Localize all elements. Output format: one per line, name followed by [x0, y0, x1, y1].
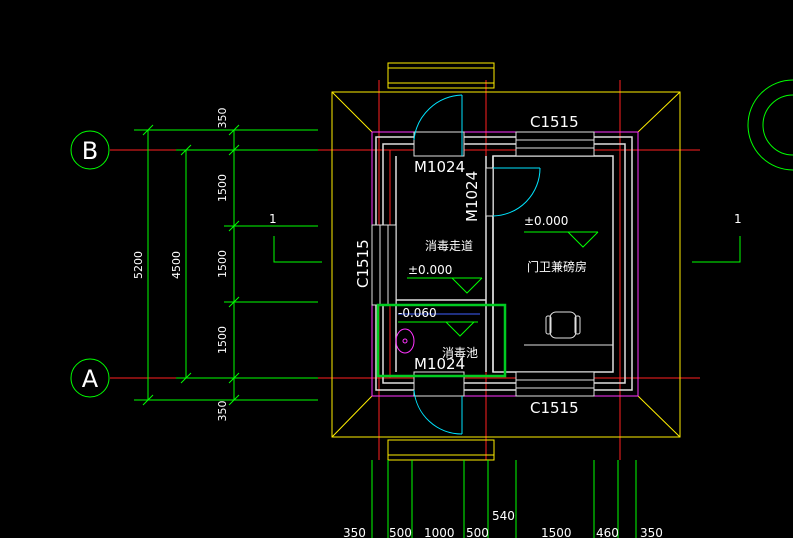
window-c1515-top[interactable] — [515, 131, 595, 157]
axis-bubble-b[interactable]: B — [70, 130, 110, 170]
section-label-left: 1 — [269, 212, 277, 226]
door-label-bottom: M1024 — [414, 355, 465, 373]
window-label-left: C1515 — [354, 239, 372, 288]
chair-icon — [524, 311, 613, 346]
window-c1515-left[interactable] — [371, 224, 397, 306]
pool-selection-highlight[interactable] — [376, 303, 507, 378]
section-label-right: 1 — [734, 212, 742, 226]
dim-bottom-6: 460 — [596, 526, 619, 538]
roof-outline — [331, 62, 681, 461]
dim-bottom-2: 500 — [389, 526, 412, 538]
left-dimension-lines — [134, 124, 318, 406]
dim-bottom-extra: 540 — [492, 509, 515, 523]
left-dimension-labels: 5200 4500 350 1500 1500 1500 350 — [132, 108, 229, 422]
dim-left-seg-4: 1500 — [216, 326, 229, 354]
section-mark-left[interactable] — [273, 236, 322, 263]
elevation-marker-guard — [524, 231, 599, 248]
dim-left-outer: 5200 — [132, 251, 145, 279]
elevation-marker-pool — [398, 313, 480, 337]
dim-bottom-5: 1500 — [541, 526, 572, 538]
partial-circle-right — [747, 79, 793, 171]
section-mark-right[interactable] — [692, 236, 741, 263]
axis-bubble-a[interactable]: A — [70, 358, 110, 398]
dim-bottom-4: 500 — [466, 526, 489, 538]
elevation-label-guard: ±0.000 — [524, 214, 568, 228]
door-m1024-top[interactable] — [413, 94, 465, 157]
dim-bottom-7: 350 — [640, 526, 663, 538]
door-label-inner: M1024 — [463, 171, 481, 222]
dim-left-inner: 4500 — [170, 251, 183, 279]
dim-left-seg-5: 350 — [216, 401, 229, 422]
door-m1024-bottom[interactable] — [413, 371, 465, 435]
dim-left-seg-1: 350 — [216, 108, 229, 129]
room-label-guard: 门卫兼磅房 — [527, 259, 587, 274]
room-label-pool: 消毒池 — [442, 346, 478, 360]
dim-bottom-3: 1000 — [424, 526, 455, 538]
elevation-label-pool: -0.060 — [398, 306, 437, 320]
door-m1024-inner[interactable] — [485, 167, 541, 217]
axis-label-b: B — [82, 137, 98, 165]
dim-left-seg-2: 1500 — [216, 174, 229, 202]
washbasin-icon — [395, 328, 415, 354]
bottom-dimension-labels: 350 500 1000 500 1500 460 350 540 — [343, 509, 663, 538]
elevation-marker-corridor — [407, 277, 483, 294]
window-label-bottom: C1515 — [530, 399, 579, 417]
elevation-label-corridor: ±0.000 — [408, 263, 452, 277]
dim-bottom-1: 350 — [343, 526, 366, 538]
room-label-corridor: 消毒走道 — [425, 239, 473, 253]
dim-left-seg-3: 1500 — [216, 250, 229, 278]
axis-label-a: A — [82, 365, 99, 393]
window-label-top: C1515 — [530, 113, 579, 131]
bottom-dimension-lines — [371, 460, 637, 538]
door-label-top: M1024 — [414, 158, 465, 176]
window-c1515-bottom[interactable] — [515, 371, 595, 397]
